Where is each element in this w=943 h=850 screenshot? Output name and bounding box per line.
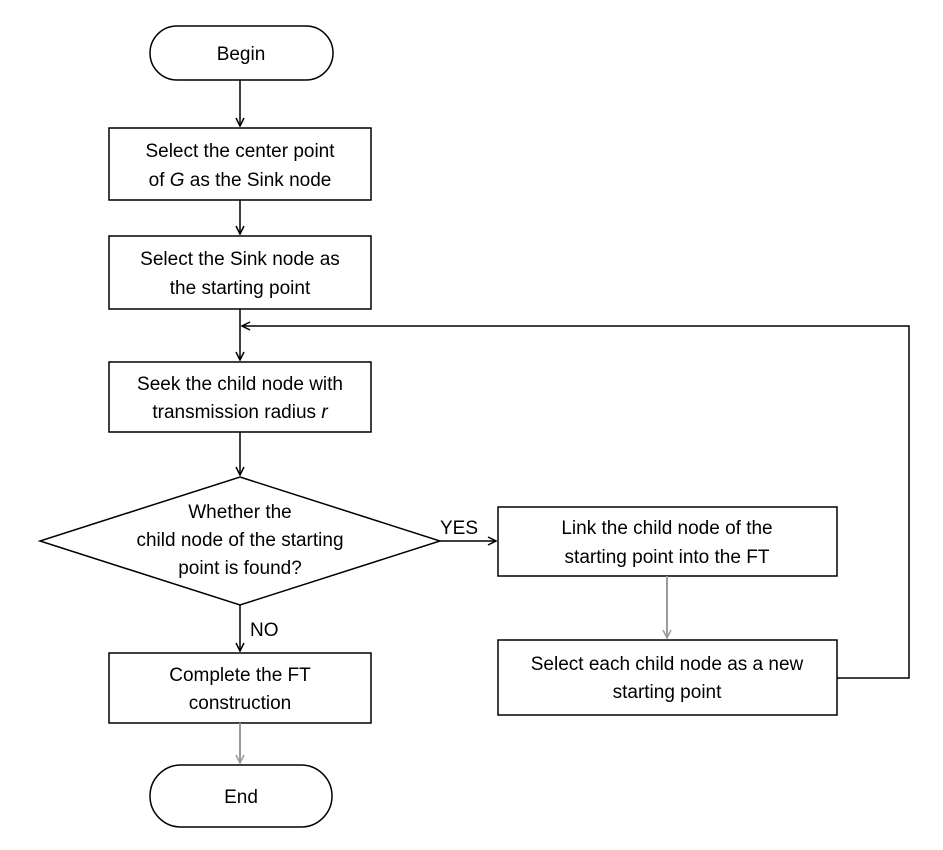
select-sink-process: Select the Sink node as the starting poi…	[108, 235, 372, 310]
select-sink-line1: Select the Sink node as	[140, 249, 340, 270]
seek-child-line1: Seek the child node with	[137, 374, 343, 395]
complete-line2: construction	[189, 693, 291, 714]
select-center-process: Select the center point of G as the Sink…	[108, 127, 372, 201]
select-center-line1: Select the center point	[145, 141, 335, 162]
decision-line1: Whether the	[188, 502, 292, 523]
select-each-line1: Select each child node as a new	[531, 654, 804, 675]
select-each-process: Select each child node as a new starting…	[497, 639, 838, 716]
loop-back-connector	[242, 326, 910, 679]
end-label: End	[224, 787, 258, 808]
complete-process: Complete the FT construction	[108, 652, 372, 724]
begin-label: Begin	[217, 44, 266, 65]
select-each-line2: starting point	[613, 682, 723, 703]
decision-diamond: Whether the child node of the starting p…	[37, 476, 443, 606]
end-terminator: End	[149, 764, 333, 828]
decision-line2: child node of the starting	[136, 530, 343, 551]
decision-line3: point is found?	[178, 558, 302, 579]
seek-child-process: Seek the child node with transmission ra…	[108, 361, 372, 433]
link-child-line1: Link the child node of the	[561, 518, 772, 539]
link-child-line2: starting point into the FT	[565, 547, 770, 568]
select-sink-line2: the starting point	[170, 278, 311, 299]
seek-child-line2: transmission radius r	[152, 402, 328, 423]
no-label: NO	[250, 620, 279, 641]
link-child-process: Link the child node of the starting poin…	[497, 506, 838, 577]
complete-line1: Complete the FT	[169, 665, 311, 686]
select-center-line2: of G as the Sink node	[149, 170, 332, 191]
yes-label: YES	[440, 518, 478, 539]
begin-terminator: Begin	[149, 25, 334, 81]
